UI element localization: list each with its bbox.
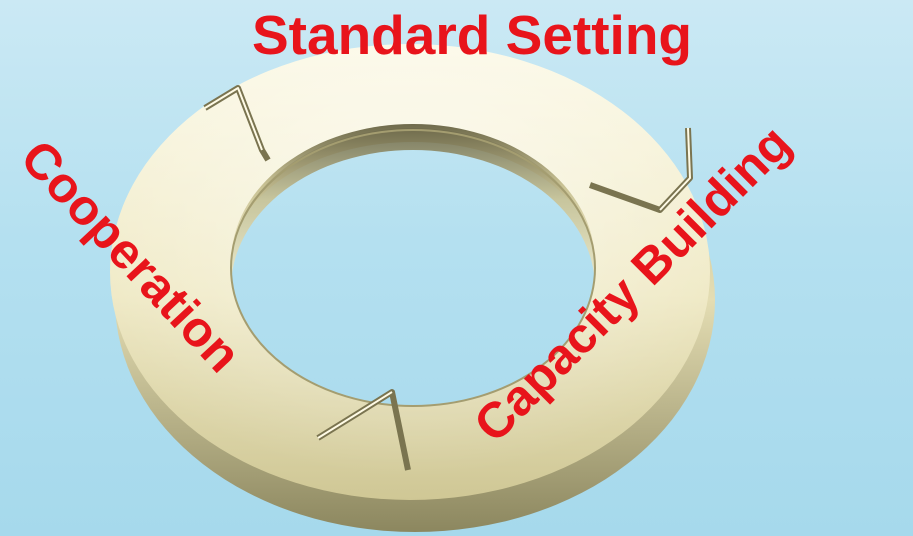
segment-joints (203, 85, 693, 471)
label-standard-setting: Standard Setting (252, 4, 692, 66)
ring-inner-wall (231, 124, 595, 288)
ring-top-face (110, 44, 710, 500)
ring-hole-outline (230, 129, 596, 407)
